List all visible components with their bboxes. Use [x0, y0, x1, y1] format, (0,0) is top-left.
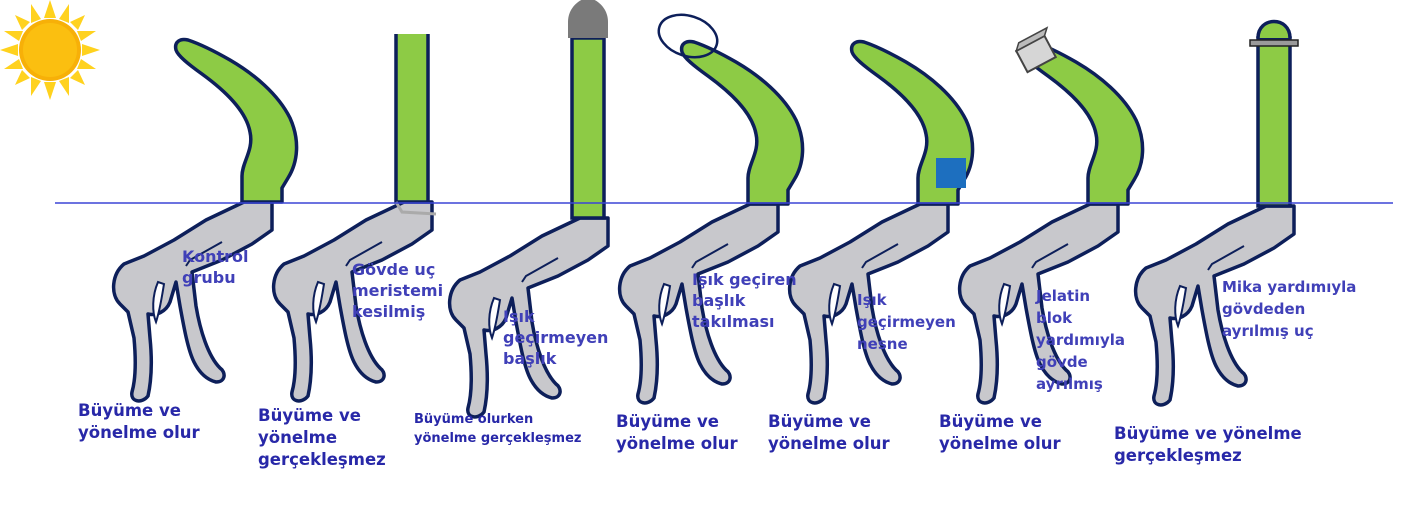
plant-control [114, 39, 297, 400]
plant-mica [1136, 22, 1298, 405]
plant-tip-cut [274, 28, 436, 401]
opaque-cap [568, 0, 608, 38]
plant-transparent-cap [620, 8, 803, 403]
sun-icon [0, 0, 100, 100]
mica-plate [1250, 40, 1298, 46]
opaque-object [936, 158, 966, 188]
